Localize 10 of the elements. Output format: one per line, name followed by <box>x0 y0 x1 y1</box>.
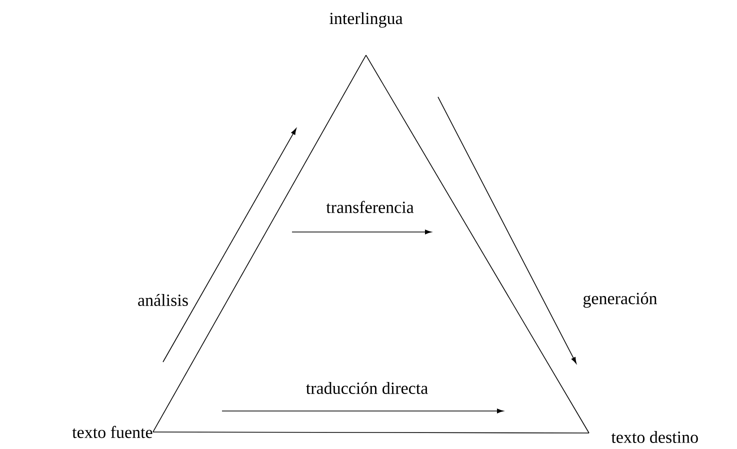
node-label: interlingua <box>330 12 403 28</box>
node-label: texto destino <box>611 431 698 443</box>
arrow-label: transferencia <box>326 200 414 214</box>
arrow-label: generación <box>583 292 658 308</box>
arrow-label: traducción directa <box>306 382 428 394</box>
triangle-side <box>152 54 366 432</box>
arrow-label: análisis <box>138 294 188 306</box>
triangle-side <box>152 432 590 434</box>
triangle-side <box>366 54 590 434</box>
node-label: texto fuente <box>72 426 152 438</box>
